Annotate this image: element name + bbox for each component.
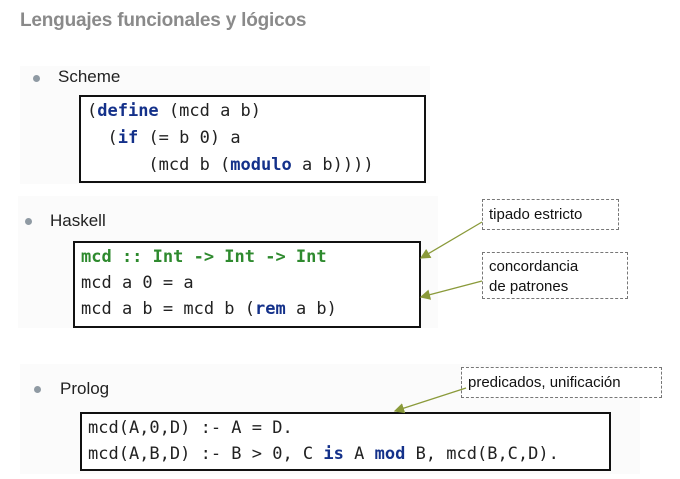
scheme-code-block: (define (mcd a b) (if (= b 0) a (mcd b (…	[79, 95, 426, 183]
scheme-code-line-2: (if (= b 0) a	[87, 128, 241, 148]
arrow-concordancia	[419, 280, 483, 300]
arrow-tipado-estricto	[419, 221, 483, 259]
prolog-label: Prolog	[60, 379, 110, 398]
bullet-icon	[25, 218, 32, 225]
haskell-type-signature: mcd :: Int -> Int -> Int	[81, 247, 327, 267]
scheme-code-line-3: (mcd b (modulo a b))))	[87, 155, 374, 175]
callout-text-line-1: concordancia	[489, 258, 579, 275]
prolog-code-line-2: mcd(A,B,D) :- B > 0, C is A mod B, mcd(B…	[88, 444, 559, 464]
haskell-code-block: mcd :: Int -> Int -> Int mcd a 0 = a mcd…	[73, 241, 421, 328]
callout-text-line-2: de patrones	[489, 278, 569, 295]
prolog-code-block: mcd(A,0,D) :- A = D. mcd(A,B,D) :- B > 0…	[80, 412, 611, 471]
callout-predicados-unificacion: predicados, unificación	[461, 367, 662, 398]
bullet-icon	[34, 386, 41, 393]
prolog-code-line-1: mcd(A,0,D) :- A = D.	[88, 418, 293, 438]
haskell-code-line-3: mcd a b = mcd b (rem a b)	[81, 299, 337, 319]
scheme-code-line-1: (define (mcd a b)	[87, 101, 262, 121]
page-title: Lenguajes funcionales y lógicos	[20, 10, 307, 31]
callout-text: tipado estricto	[489, 206, 583, 223]
haskell-label: Haskell	[50, 211, 106, 230]
callout-concordancia-patrones: concordancia de patrones	[482, 252, 628, 299]
haskell-code-line-2: mcd a 0 = a	[81, 273, 194, 293]
scheme-label: Scheme	[58, 67, 121, 86]
bullet-icon	[33, 75, 40, 82]
callout-text: predicados, unificación	[468, 374, 621, 391]
callout-tipado-estricto: tipado estricto	[482, 199, 619, 230]
arrow-predicados	[393, 387, 467, 414]
